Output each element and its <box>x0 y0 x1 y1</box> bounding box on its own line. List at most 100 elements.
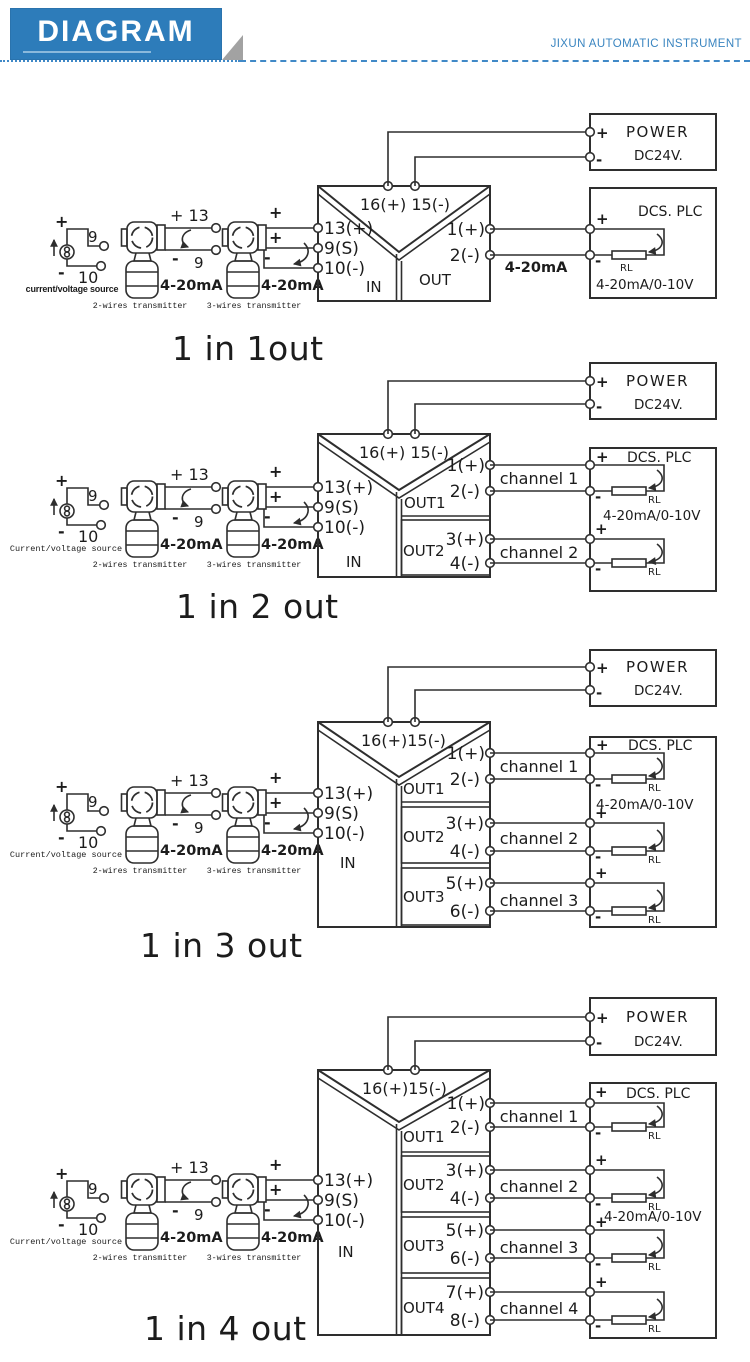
plus-sign: + <box>269 462 282 481</box>
minus-sign: - <box>595 1255 601 1273</box>
terminal-13-label: 13(+) <box>324 1171 373 1191</box>
transmitter-label: 2-wires transmitter <box>93 560 188 570</box>
section-1in4out: + 9 - 10 Current/voltage source <box>10 997 717 1348</box>
minus-sign: - <box>172 508 179 527</box>
source-transmitter-cluster: + 9 - 10 Current/voltage source <box>10 462 325 570</box>
out-label: OUT1 <box>404 494 446 512</box>
plus-sign: + <box>269 1155 282 1174</box>
plus-sign: + <box>269 1180 282 1199</box>
transmitter-label: 2-wires transmitter <box>93 866 188 876</box>
terminal-dot <box>584 1224 596 1236</box>
terminal-9-label: 9 <box>88 228 98 246</box>
minus-sign: - <box>595 1124 601 1142</box>
loop-arrow <box>180 794 192 814</box>
terminal-9s-label: 9(S) <box>324 1191 359 1211</box>
transmitter-head-icon <box>231 1178 255 1201</box>
rl-resistor <box>611 1193 647 1203</box>
channel-label: channel 1 <box>500 757 579 776</box>
terminal-10-label: 10 <box>78 1220 98 1239</box>
source-label: Current/voltage source <box>10 850 122 860</box>
power-box: + POWER DC24V. - <box>584 362 717 420</box>
transmitter-label: 3-wires transmitter <box>207 866 302 876</box>
plc-box: + DCS. PLC - RL 4-20mA/0-10V + - RL + <box>584 736 717 928</box>
out-plus-label: 5(+) <box>446 1221 484 1241</box>
wire-9-label: 9 <box>194 819 204 837</box>
power-voltage: DC24V. <box>634 1034 683 1050</box>
plus-sign: + <box>596 448 609 466</box>
terminal-9s-label: 9(S) <box>324 239 359 259</box>
minus-sign: - <box>172 249 179 268</box>
power-title: POWER <box>626 123 689 141</box>
rl-label: RL <box>648 915 661 926</box>
top-terminals-label: 16(+)15(-) <box>362 1079 447 1098</box>
minus-sign: - <box>58 1215 65 1234</box>
terminal-dot <box>584 1097 596 1109</box>
loop-arrow <box>647 1176 663 1198</box>
rl-label: RL <box>648 855 661 866</box>
plus-sign: + <box>55 1164 68 1183</box>
out-minus-label: 6(-) <box>450 902 480 922</box>
plc-box: DCS. PLC + - RL 4-20mA/0-10V <box>584 187 717 299</box>
out-minus-label: 2(-) <box>450 1118 480 1138</box>
isolator-box: 16(+) 15(-) 13(+) 9(S) 10(-) IN 1(+) 2(-… <box>312 428 496 578</box>
out-plus-label: 5(+) <box>446 874 484 894</box>
minus-sign: - <box>172 814 179 833</box>
minus-sign: - <box>264 507 271 526</box>
minus-sign: - <box>58 263 65 282</box>
terminal-dot <box>95 519 107 531</box>
transmitter-3-wire: + + - 4-20mA 3-wires transmitter <box>207 768 325 876</box>
terminal-dot <box>584 1035 596 1047</box>
plus-sign: + <box>269 228 282 247</box>
out-plus-label: 1(+) <box>447 1094 485 1114</box>
loop-arrow <box>180 1181 192 1201</box>
page-title: DIAGRAM <box>37 15 195 48</box>
wire-9-label: 9 <box>194 513 204 531</box>
channel-label: channel 3 <box>500 891 579 910</box>
transmitter-2-wire: + 13 - 9 4-20mA 2-wires transmitter <box>93 771 224 876</box>
plus-sign: + <box>596 659 609 677</box>
transmitter-head-icon <box>231 226 255 249</box>
source-label: Current/voltage source <box>10 1237 122 1247</box>
plus-sign: + <box>55 471 68 490</box>
out-plus-label: 3(+) <box>446 1161 484 1181</box>
terminal-13-label: 13(+) <box>324 478 373 498</box>
terminal-dot <box>312 501 324 513</box>
transmitter-head-icon <box>130 1178 154 1201</box>
out-label: OUT4 <box>403 1299 445 1317</box>
wire-9-label: 9 <box>194 254 204 272</box>
company-name: JIXUN AUTOMATIC INSTRUMENT <box>550 38 742 50</box>
transmitter-label: 3-wires transmitter <box>207 301 302 311</box>
terminal-dot <box>584 1286 596 1298</box>
terminal-10-label: 10(-) <box>324 259 365 279</box>
terminal-13-label: 13(+) <box>324 784 373 804</box>
minus-sign: - <box>595 908 601 926</box>
transmitter-head-icon <box>130 791 154 814</box>
loop-arrow <box>647 543 663 565</box>
terminal-10-label: 10 <box>78 268 98 287</box>
terminal-dot <box>584 375 596 387</box>
terminal-10-label: 10 <box>78 833 98 852</box>
terminal-dot <box>312 222 324 234</box>
power-box: + POWER DC24V. - <box>584 997 717 1056</box>
source-label: current/voltage source <box>26 284 119 294</box>
rl-label: RL <box>648 495 661 506</box>
power-voltage: DC24V. <box>634 148 683 164</box>
terminal-dot <box>584 817 596 829</box>
plc-title: DCS. PLC <box>626 1086 691 1102</box>
terminal-dot <box>210 244 222 256</box>
rl-label: RL <box>648 1131 661 1142</box>
loop-arrow <box>647 757 663 779</box>
minus-sign: - <box>596 398 602 416</box>
loop-arrow <box>292 1194 309 1219</box>
terminal-dot <box>584 1252 596 1264</box>
banner: DIAGRAM <box>10 8 222 60</box>
out-minus-label: 2(-) <box>450 482 480 502</box>
minus-sign: - <box>58 522 65 541</box>
terminal-dot <box>584 684 596 696</box>
power-voltage: DC24V. <box>634 683 683 699</box>
plus-sign: + <box>595 864 608 882</box>
loop-arrow <box>647 889 663 911</box>
wires: channel 1 channel 2 <box>387 380 590 564</box>
wire-plus13-label: + 13 <box>170 465 209 484</box>
transmitter-head-icon <box>130 485 154 508</box>
